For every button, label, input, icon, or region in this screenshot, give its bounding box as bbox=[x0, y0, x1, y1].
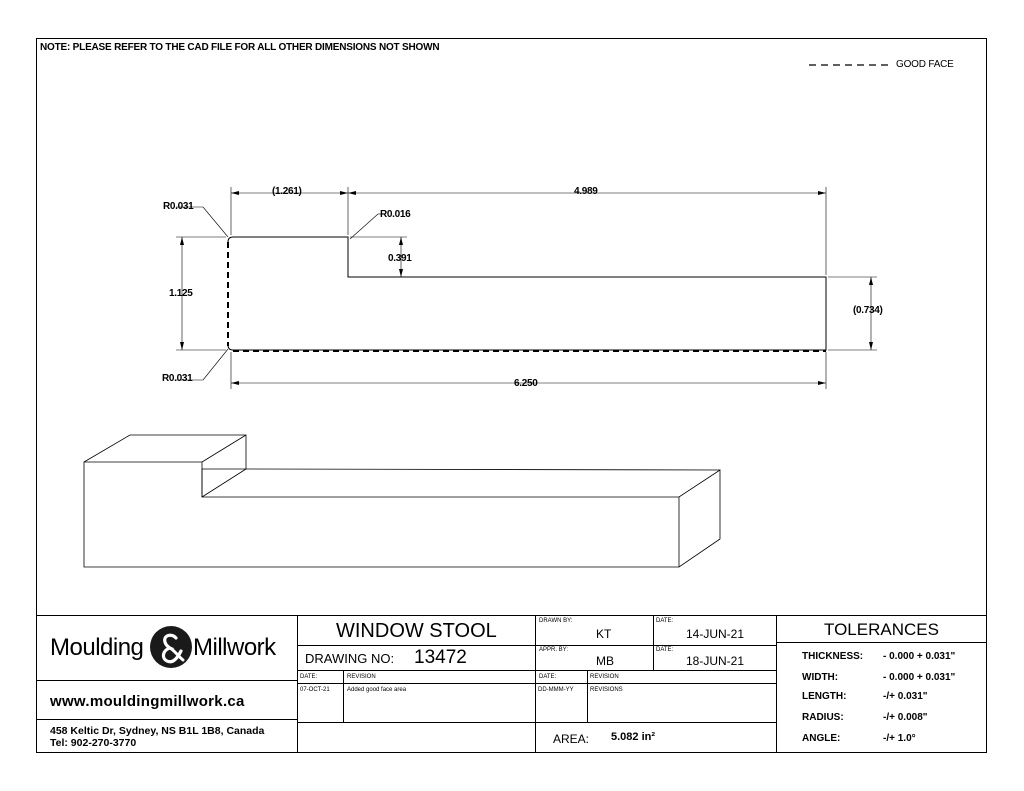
tolerance-value-radius: -/+ 0.008" bbox=[883, 712, 928, 723]
drawing-number: 13472 bbox=[414, 647, 467, 668]
tolerances-title: TOLERANCES bbox=[824, 620, 939, 639]
company-block bbox=[36, 615, 298, 753]
date-vertical-divider bbox=[653, 615, 654, 670]
logo-word-millwork: Millwork bbox=[193, 634, 276, 661]
company-divider-1 bbox=[36, 680, 298, 681]
revision-2-date: DD-MMM-YY bbox=[538, 687, 574, 693]
revision-2-text: REVISIONS bbox=[590, 687, 623, 693]
title-block-top-border bbox=[36, 615, 987, 616]
tolerance-label-radius: RADIUS: bbox=[802, 712, 844, 723]
dim-top-length: 4.989 bbox=[574, 186, 598, 197]
isometric-view bbox=[83, 434, 721, 568]
tolerance-divider bbox=[776, 615, 777, 753]
tolerance-label-width: WIDTH: bbox=[802, 672, 839, 683]
good-face-lines bbox=[227, 242, 826, 352]
area-divider bbox=[298, 722, 776, 723]
tolerance-label-length: LENGTH: bbox=[802, 691, 847, 702]
ampersand-logo-icon bbox=[150, 626, 192, 668]
good-face-legend-label: GOOD FACE bbox=[896, 59, 954, 70]
company-divider-2 bbox=[36, 719, 298, 720]
approved-by-label: APPR. BY: bbox=[539, 647, 569, 653]
mid-vertical-divider bbox=[535, 615, 536, 722]
tolerance-label-thickness: THICKNESS: bbox=[802, 651, 864, 662]
drawn-by-value: KT bbox=[596, 627, 612, 641]
dim-step-width: (1.261) bbox=[272, 186, 302, 197]
tolerance-value-width: - 0.000 + 0.031" bbox=[883, 672, 956, 683]
rev-date-header: DATE: bbox=[300, 674, 318, 680]
area-value: 5.082 in² bbox=[611, 731, 656, 743]
drawn-date-value: 14-JUN-21 bbox=[686, 627, 745, 641]
company-phone: Tel: 902-270-3770 bbox=[50, 737, 137, 749]
approved-date-label: DATE: bbox=[656, 647, 674, 653]
company-address: 458 Keltic Dr, Sydney, NS B1L 1B8, Canad… bbox=[50, 725, 265, 737]
drawn-date-label: DATE: bbox=[656, 618, 674, 624]
dim-overall-height: 1.125 bbox=[169, 288, 193, 299]
rev-date-header-2: DATE: bbox=[539, 674, 557, 680]
dim-overall-length: 6.250 bbox=[514, 378, 538, 389]
drawing-title: WINDOW STOOL bbox=[336, 620, 497, 642]
drawing-note: NOTE: PLEASE REFER TO THE CAD FILE FOR A… bbox=[40, 42, 440, 53]
tolerance-value-thickness: - 0.000 + 0.031" bbox=[883, 651, 956, 662]
rev-header-2: REVISION bbox=[590, 674, 619, 680]
rev-col-divider-2 bbox=[587, 670, 588, 722]
dim-right-height: (0.734) bbox=[853, 305, 883, 316]
dimension-arrows bbox=[180, 191, 873, 385]
company-website[interactable]: www.mouldingmillwork.ca bbox=[50, 693, 245, 710]
area-label: AREA: bbox=[553, 732, 590, 746]
revision-1-text: Added good face area bbox=[347, 687, 407, 693]
tolerance-value-angle: -/+ 1.0° bbox=[883, 733, 916, 744]
area-left-divider bbox=[535, 722, 536, 753]
drawing-frame bbox=[36, 38, 987, 753]
tolerance-value-length: -/+ 0.031" bbox=[883, 691, 928, 702]
dimension-lines bbox=[176, 187, 877, 389]
revision-1-date: 07-OCT-21 bbox=[300, 687, 330, 693]
dim-radius-top-left: R0.031 bbox=[163, 201, 194, 212]
rev-col-divider-1 bbox=[343, 670, 344, 722]
revision-header-top bbox=[298, 670, 776, 671]
approved-by-value: MB bbox=[596, 654, 614, 668]
drawn-by-label: DRAWN BY: bbox=[539, 618, 573, 624]
logo-word-moulding: Moulding bbox=[50, 634, 144, 661]
dim-radius-step: R0.016 bbox=[380, 209, 411, 220]
tolerance-label-angle: ANGLE: bbox=[802, 733, 841, 744]
tolerance-title-divider bbox=[776, 642, 987, 643]
approved-date-value: 18-JUN-21 bbox=[686, 654, 745, 668]
profile-outline bbox=[227, 236, 827, 351]
drawing-no-label: DRAWING NO: bbox=[305, 651, 395, 666]
revision-header-bottom bbox=[298, 683, 776, 684]
rev-header: REVISION bbox=[347, 674, 376, 680]
dim-step-height: 0.391 bbox=[388, 253, 412, 264]
dim-radius-bottom-left: R0.031 bbox=[162, 373, 193, 384]
title-divider bbox=[298, 645, 776, 646]
